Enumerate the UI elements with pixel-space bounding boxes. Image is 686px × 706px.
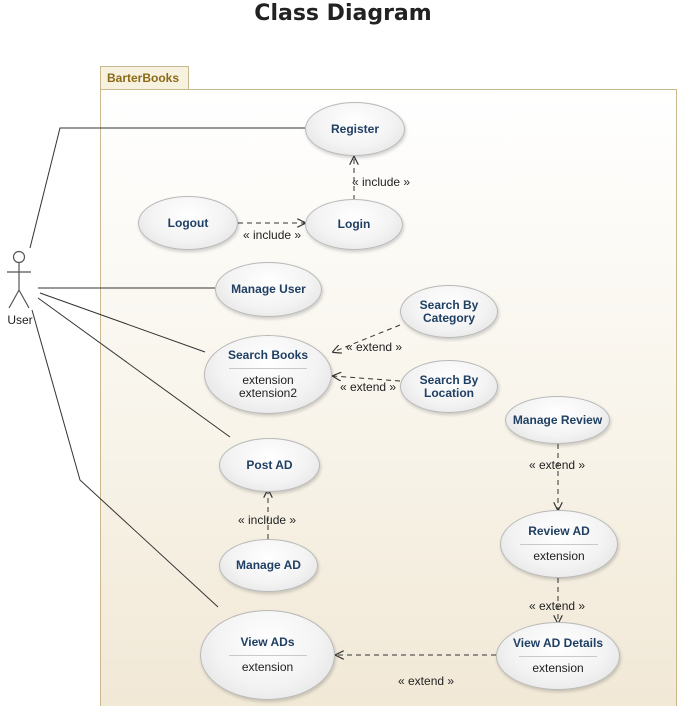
label-reviewad-details-extend: « extend »: [529, 599, 586, 613]
label-category-search-extend: « extend »: [346, 340, 403, 354]
extension-point: extension2: [238, 386, 298, 400]
actor-stick-figure-icon: [7, 250, 31, 309]
use-case-name: View AD Details: [512, 636, 604, 650]
extension-separator: [229, 368, 307, 369]
use-case-login[interactable]: Login: [305, 199, 403, 250]
assoc-user-register: [29, 127, 305, 249]
extension-point: extension: [241, 660, 294, 674]
use-case-manage-user[interactable]: Manage User: [215, 262, 322, 317]
extension-point: extension: [533, 549, 585, 563]
label-logout-login-include: « include »: [243, 228, 302, 242]
actor-label: User: [7, 313, 33, 327]
assoc-user-search-books: [39, 292, 206, 353]
use-case-view-ad-details[interactable]: View AD Details extension: [496, 622, 620, 690]
use-case-name: Logout: [167, 215, 209, 230]
use-case-name: Post AD: [246, 457, 293, 472]
label-details-viewads-extend: « extend »: [398, 674, 455, 688]
label-managead-postad-include: « include »: [238, 513, 297, 527]
use-case-manage-ad[interactable]: Manage AD: [219, 539, 318, 592]
dep-location-search: [333, 376, 401, 382]
extension-point: extension: [532, 661, 584, 675]
use-case-name: View ADs: [240, 635, 295, 649]
use-case-name-line2: Location: [424, 385, 474, 400]
extension-point: extension: [242, 373, 294, 387]
use-case-review-ad[interactable]: Review AD extension: [500, 510, 618, 578]
use-case-name-line1: Search By: [419, 372, 479, 387]
use-case-name: Login: [337, 217, 371, 231]
use-case-name: Register: [330, 121, 380, 136]
label-location-search-extend: « extend »: [340, 380, 397, 394]
use-case-logout[interactable]: Logout: [138, 196, 238, 250]
label-managereview-reviewad-extend: « extend »: [529, 458, 586, 472]
label-login-register-include: « include »: [352, 175, 411, 189]
use-case-name: Search Books: [227, 348, 309, 362]
use-case-search-books[interactable]: Search Books extension extension2: [204, 335, 332, 414]
use-case-name-line1: Search By: [419, 297, 479, 312]
use-case-post-ad[interactable]: Post AD: [219, 438, 320, 492]
use-case-manage-review[interactable]: Manage Review: [505, 396, 610, 444]
package-name: BarterBooks: [107, 71, 180, 85]
assoc-user-view-ads: [31, 309, 219, 608]
use-case-register[interactable]: Register: [305, 102, 405, 156]
extension-separator: [520, 544, 598, 545]
use-case-search-by-location[interactable]: Search By Location: [400, 360, 498, 413]
extension-separator: [519, 656, 597, 657]
package-tab: BarterBooks: [100, 66, 189, 89]
page-title: Class Diagram: [254, 1, 432, 26]
use-case-name: Review AD: [528, 524, 590, 538]
use-case-name: Manage AD: [236, 558, 301, 572]
assoc-user-post-ad: [37, 297, 231, 438]
extension-separator: [228, 655, 307, 656]
use-case-name: Manage User: [231, 282, 306, 296]
use-case-name: Manage Review: [512, 412, 603, 427]
use-case-view-ads[interactable]: View ADs extension: [200, 610, 335, 700]
dep-category-search: [333, 324, 401, 352]
use-case-name-line2: Category: [422, 310, 475, 325]
use-case-search-by-category[interactable]: Search By Category: [400, 285, 498, 338]
